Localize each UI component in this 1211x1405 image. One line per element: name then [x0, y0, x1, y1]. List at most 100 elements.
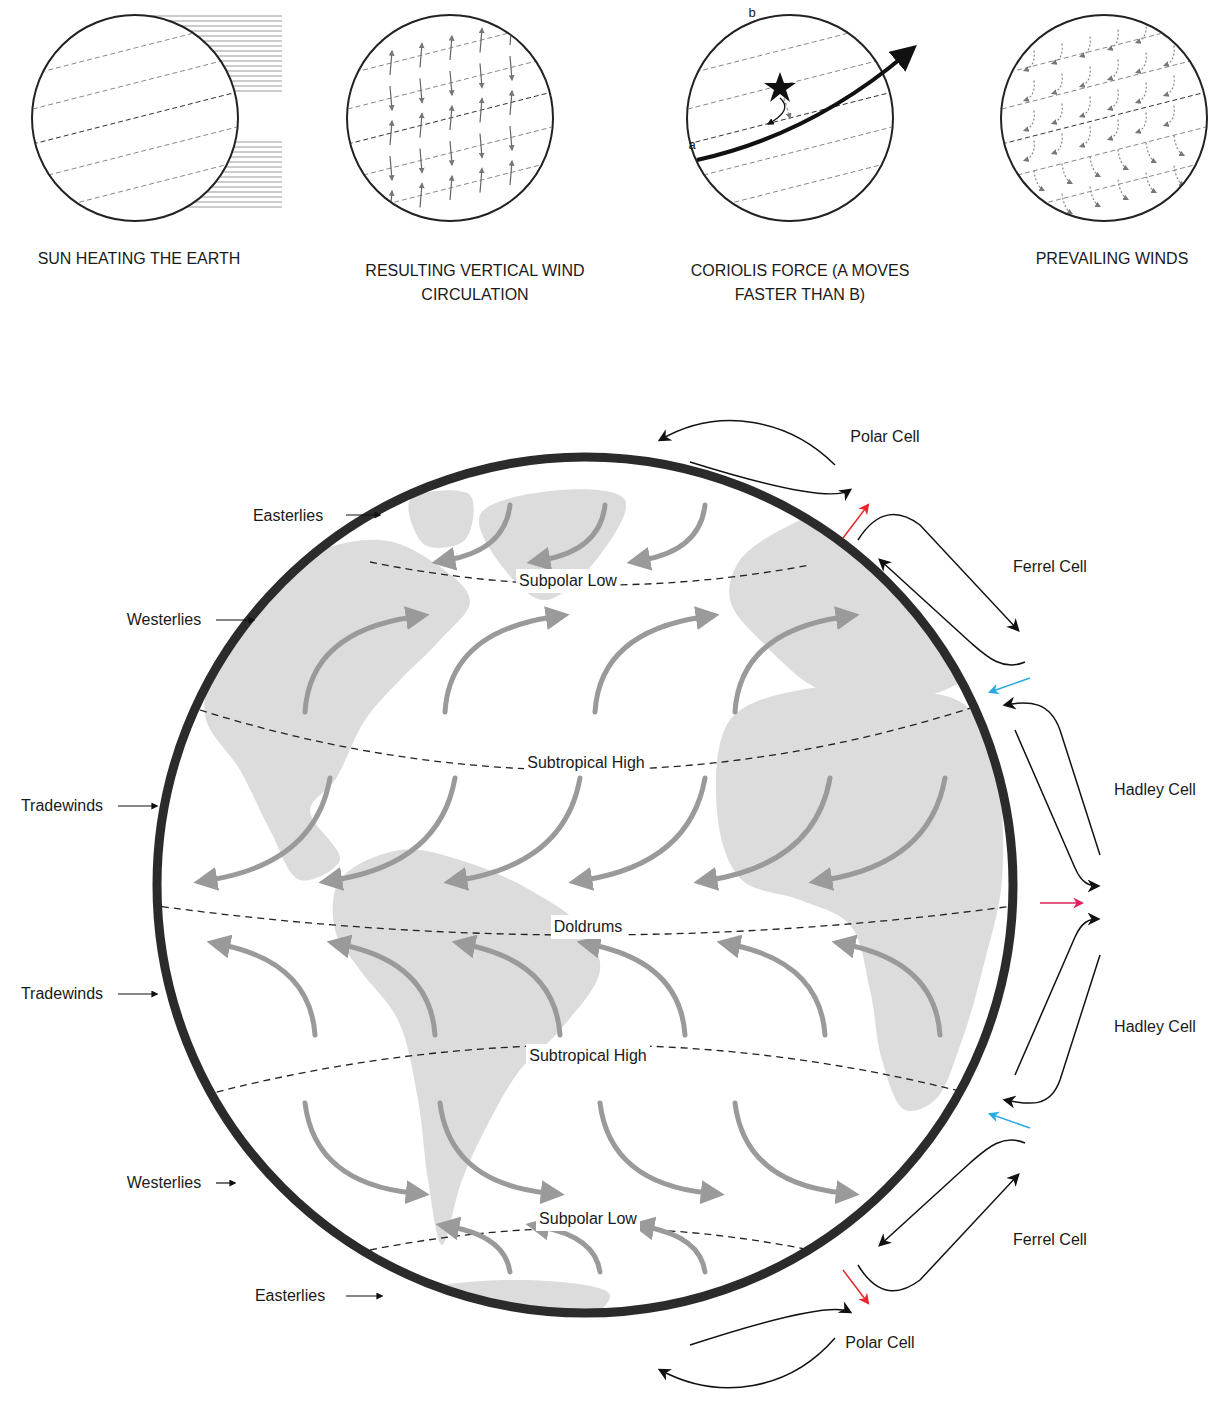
sun-ray — [234, 91, 282, 92]
sun-ray — [213, 51, 282, 52]
latitude-line — [680, 20, 900, 76]
sun-ray — [224, 66, 282, 67]
continent — [479, 489, 626, 600]
latitude-line — [680, 160, 900, 216]
wind-arrow — [735, 1103, 843, 1193]
latitude-line — [340, 90, 560, 146]
wind-label: Easterlies — [255, 1284, 325, 1308]
latitude-line — [25, 20, 245, 76]
vertical-wind-arrow — [450, 106, 452, 130]
coriolis-figure — [697, 55, 905, 160]
vertical-wind-arrow — [510, 91, 512, 115]
globe-outline — [157, 457, 1013, 1313]
prevailing-wind-arrow — [1052, 104, 1062, 124]
sun-ray — [170, 21, 282, 22]
vertical-wind-arrow — [480, 99, 482, 123]
sun-ray — [228, 162, 282, 163]
wind-arrow — [848, 945, 940, 1035]
sun-ray — [226, 167, 282, 168]
cell-label: Polar Cell — [845, 1331, 914, 1355]
sun-ray — [201, 197, 282, 198]
wind-arrow — [445, 617, 553, 712]
sun-ray — [231, 81, 282, 82]
sun-ray — [203, 41, 282, 42]
sun-ray — [235, 142, 282, 143]
prevailing-wind-arrow — [1174, 136, 1184, 156]
vertical-wind-arrow — [450, 141, 452, 165]
vertical-wind-arrow — [450, 36, 452, 60]
sun-ray — [190, 31, 282, 32]
globe-map — [150, 450, 1020, 1338]
sun-ray — [211, 187, 282, 188]
vertical-wind-arrow — [510, 126, 512, 150]
wind-arrow — [593, 945, 685, 1035]
small-globe — [994, 16, 1211, 221]
latitude-line — [25, 90, 245, 146]
wind-arrow — [643, 505, 705, 560]
wind-label: Westerlies — [127, 608, 201, 632]
sun-ray — [221, 61, 282, 62]
vertical-wind-arrow — [510, 21, 512, 45]
panel-caption: RESULTING VERTICAL WIND CIRCULATION — [335, 259, 615, 307]
prevailing-wind-arrow — [1108, 30, 1118, 50]
prevailing-wind-arrow — [1090, 187, 1100, 207]
continent — [204, 540, 470, 881]
sun-ray — [207, 192, 282, 193]
vertical-wind-arrow — [510, 56, 512, 80]
prevailing-wind-arrow — [1080, 127, 1090, 147]
sun-ray — [195, 202, 282, 203]
latitude-line — [25, 55, 245, 111]
prevailing-wind-arrow — [1164, 106, 1174, 126]
prevailing-wind-arrow — [1136, 53, 1146, 73]
sun-ray — [234, 147, 282, 148]
wind-label: Westerlies — [127, 1171, 201, 1195]
prevailing-wind-arrow — [1118, 150, 1128, 170]
latitude-line — [340, 55, 560, 111]
prevailing-wind-arrow — [1164, 76, 1174, 96]
wind-arrow — [448, 505, 510, 560]
wind-arrow — [585, 778, 705, 880]
sun-ray — [149, 16, 282, 17]
prevailing-wind-arrow — [1062, 164, 1072, 184]
prevailing-wind-arrow — [1164, 46, 1174, 66]
wind-arrow — [733, 945, 825, 1035]
wind-label: Tradewinds — [21, 794, 103, 818]
prevailing-wind-arrow — [1052, 134, 1062, 154]
vertical-wind-arrow — [510, 161, 512, 185]
wind-arrow — [825, 778, 945, 880]
point-label: a — [688, 135, 695, 155]
pressure-label: Subpolar Low — [516, 569, 620, 593]
circulation-cells — [660, 421, 1100, 1388]
wind-arrow — [710, 778, 830, 880]
wind-arrow — [452, 1227, 510, 1272]
label-pointers — [118, 515, 382, 1296]
cell-label: Hadley Cell — [1114, 1015, 1196, 1039]
sun-ray — [227, 71, 282, 72]
sun-ray — [219, 177, 282, 178]
vertical-wind-arrow — [420, 44, 422, 68]
vertical-wind-arrow — [390, 51, 392, 75]
prevailing-wind-arrow — [1136, 83, 1146, 103]
wind-arrow — [440, 1103, 548, 1193]
prevailing-wind-arrow — [1062, 194, 1072, 214]
prevailing-wind-arrow — [1108, 120, 1118, 140]
vertical-wind-arrow — [420, 184, 422, 208]
prevailing-wind-arrow — [1080, 67, 1090, 87]
wind-arrow — [343, 945, 435, 1035]
prevailing-wind-arrow — [1136, 113, 1146, 133]
vertical-wind-arrow — [480, 64, 482, 88]
prevailing-wind-arrow — [1034, 201, 1044, 221]
prevailing-wind-arrow — [1080, 37, 1090, 57]
vertical-wind-arrow — [480, 134, 482, 158]
prevailing-wind-arrow — [1034, 171, 1044, 191]
wind-arrow — [647, 1227, 705, 1272]
prevailing-wind-arrow — [1080, 97, 1090, 117]
point-label: b — [748, 3, 755, 23]
wind-arrow — [335, 778, 455, 880]
sun-rays — [149, 16, 282, 207]
wind-arrow — [595, 617, 703, 712]
wind-arrow — [305, 1103, 413, 1193]
prevailing-wind-arrow — [1024, 141, 1034, 161]
vertical-wind-arrow — [390, 156, 392, 180]
